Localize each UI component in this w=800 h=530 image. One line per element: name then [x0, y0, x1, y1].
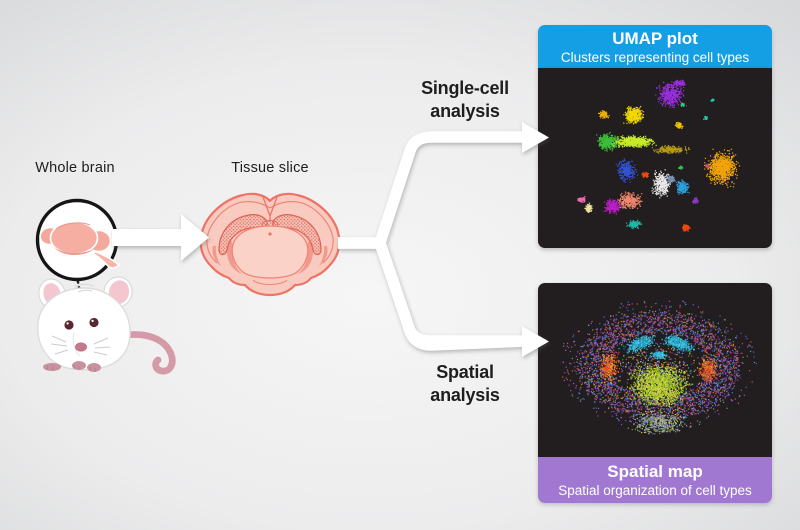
mouse-body — [36, 287, 131, 371]
spatial-panel-footer: Spatial map Spatial organization of cell… — [538, 457, 772, 503]
single-cell-analysis-label: Single-cell analysis — [421, 78, 509, 121]
arrow-branch-upper — [338, 131, 526, 249]
spatial-panel: Spatial map Spatial organization of cell… — [538, 283, 772, 503]
spatial-map-subtitle: Spatial organization of cell types — [558, 483, 752, 498]
mouse-paws — [43, 361, 101, 372]
slice-hippocampus — [218, 214, 322, 256]
umap-scatter-canvas — [538, 68, 772, 248]
umap-panel-header: UMAP plot Clusters representing cell typ… — [538, 25, 772, 68]
spatial-map-plot — [538, 283, 772, 457]
mouse-nose — [75, 342, 87, 352]
whole-brain-magnifier-icon — [35, 198, 121, 282]
umap-plot — [538, 68, 772, 248]
arrow-branch-lower — [338, 237, 532, 351]
mouse-eyes — [64, 317, 99, 330]
slice-shading — [212, 240, 328, 274]
tissue-slice-label: Tissue slice — [231, 160, 309, 176]
tissue-slice-illustration — [199, 192, 341, 297]
mouse-illustration — [36, 276, 176, 375]
spatial-map-canvas — [538, 283, 772, 457]
slice-thalamus — [231, 225, 309, 279]
spatial-analysis-label: Spatial analysis — [430, 362, 500, 405]
umap-title: UMAP plot — [612, 29, 698, 48]
mouse-head-marking — [73, 283, 95, 293]
spatial-map-title: Spatial map — [607, 462, 703, 481]
whole-brain-label: Whole brain — [35, 160, 115, 176]
umap-panel: UMAP plot Clusters representing cell typ… — [538, 25, 772, 248]
umap-subtitle: Clusters representing cell types — [560, 50, 750, 65]
mouse-whiskers — [50, 335, 111, 356]
mouse-brain-side-icon — [39, 221, 121, 269]
mouse-tail — [116, 331, 176, 375]
